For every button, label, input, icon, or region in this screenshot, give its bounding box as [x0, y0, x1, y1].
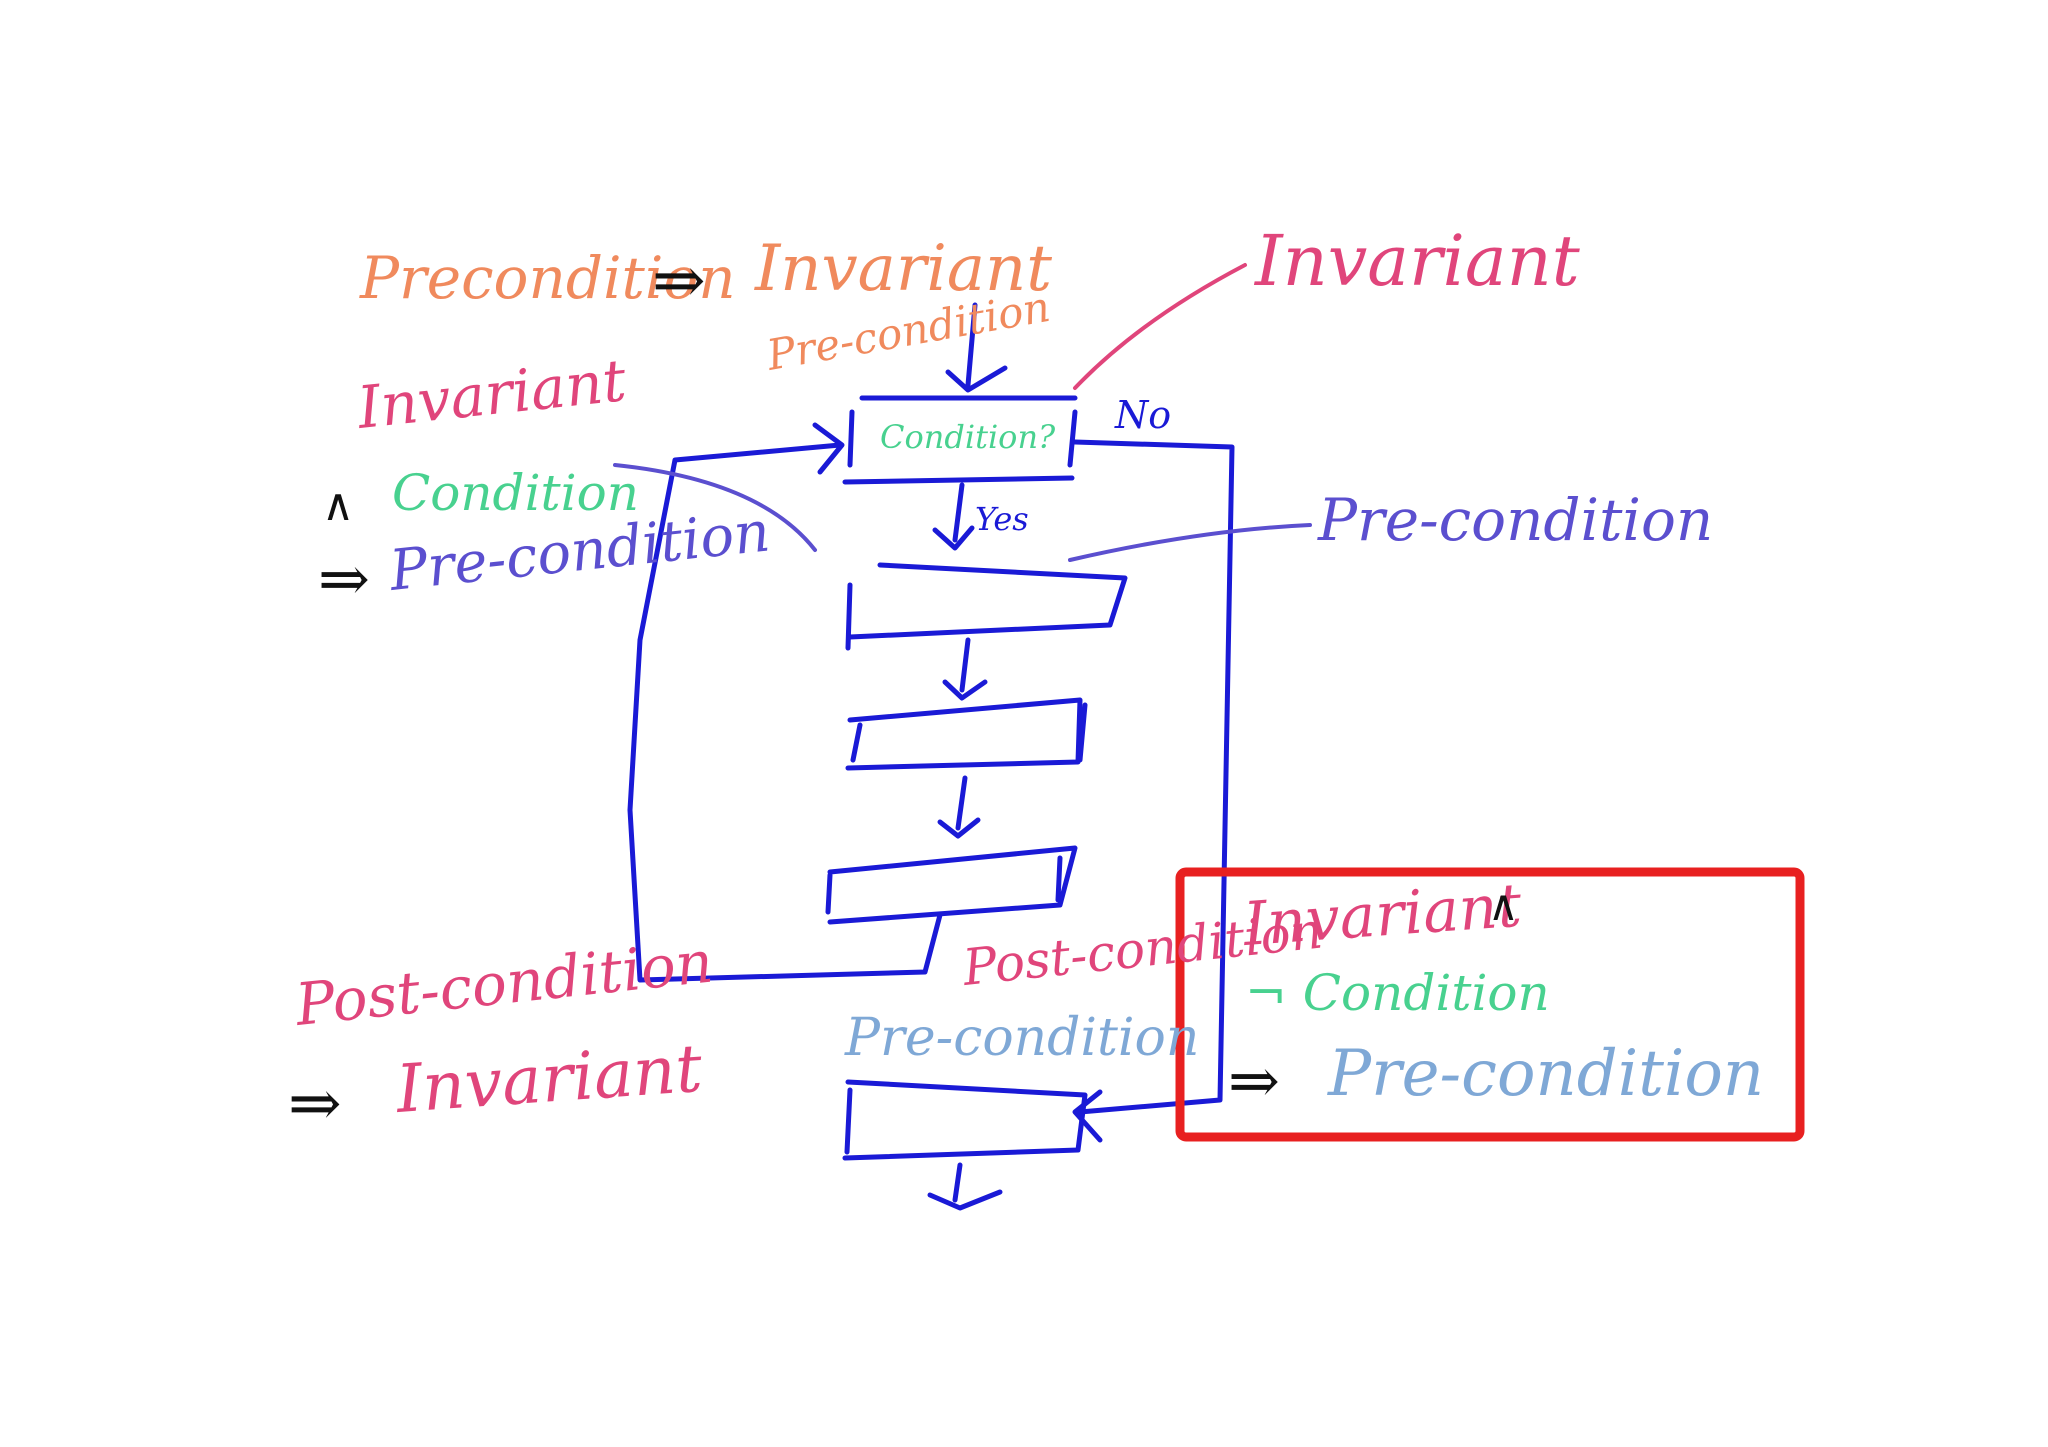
box-precondition-label: Pre-condition — [1327, 1037, 1764, 1111]
no-label: No — [1114, 393, 1171, 437]
decision-label: Condition? — [880, 418, 1056, 456]
entry-arrow — [945, 302, 1008, 393]
top-precondition-label: Precondition — [359, 244, 736, 312]
flowchart — [627, 302, 1235, 1211]
decision-box — [842, 395, 1078, 485]
bottom-implies-symbol: ⇒ — [288, 1067, 342, 1141]
arrow-step-1 — [942, 637, 988, 701]
bottom-invariant-label: Invariant — [393, 1030, 705, 1128]
process-box-3 — [825, 845, 1078, 925]
callout-invariant-line — [1073, 263, 1247, 390]
left-and-symbol: ∧ — [322, 480, 354, 531]
callout-invariant-label: Invariant — [1253, 220, 1581, 302]
highlight-box — [1175, 867, 1805, 1142]
box-implies-symbol: ⇒ — [1228, 1044, 1280, 1117]
top-invariant-label: Invariant — [754, 232, 1052, 306]
exit-precondition-label: Pre-condition — [844, 1008, 1199, 1068]
callout-right-line — [1068, 523, 1312, 562]
exit-arrow — [927, 1162, 1003, 1211]
left-implies-symbol: ⇒ — [318, 542, 370, 615]
top-implies-symbol: ⇒ — [652, 244, 706, 318]
process-box-1 — [845, 562, 1128, 651]
arrow-step-2 — [937, 775, 981, 839]
box-and-symbol: ∧ — [1488, 881, 1519, 930]
loop-back-line — [627, 422, 943, 983]
yes-label: Yes — [975, 500, 1029, 538]
no-branch-line — [1072, 439, 1235, 1143]
box-invariant-label: Invariant — [1240, 871, 1524, 960]
yes-arrow — [932, 482, 975, 551]
left-condition-label: Condition — [392, 464, 639, 522]
callout-left-line — [613, 463, 817, 552]
right-precondition-label: Pre-condition — [1317, 486, 1713, 554]
left-invariant-label: Invariant — [353, 346, 629, 442]
box-not-condition-label: ¬ Condition — [1245, 964, 1550, 1022]
process-box-2 — [845, 697, 1088, 771]
bottom-postcondition-label: Post-condition — [291, 928, 716, 1040]
exit-box — [842, 1079, 1088, 1161]
